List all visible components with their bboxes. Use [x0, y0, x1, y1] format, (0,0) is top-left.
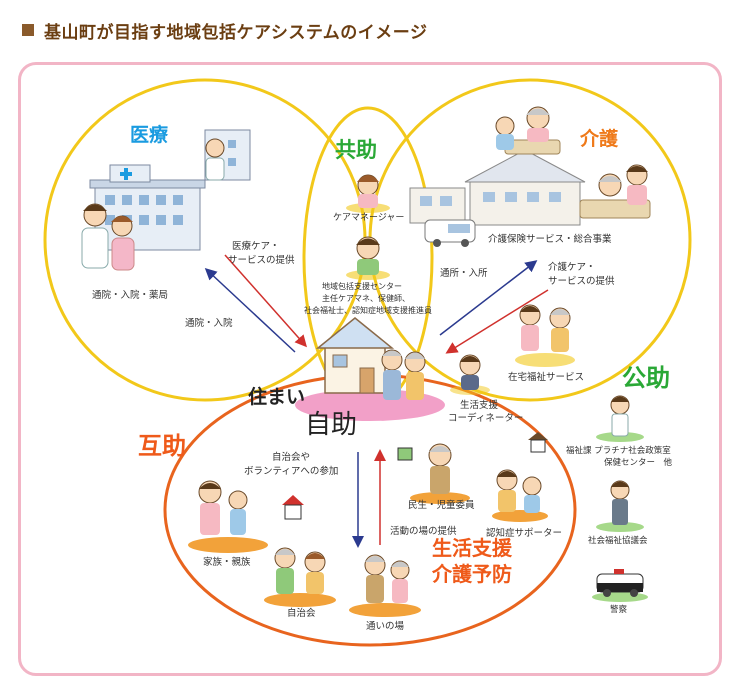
kayoi-illustration [349, 554, 421, 617]
center-label-1: 地域包括支援センター [322, 282, 402, 291]
gojo-heading: 互助 [138, 432, 186, 460]
tsuin-nyuin-label: 通院・入院 [185, 318, 233, 329]
title-bullet [22, 24, 34, 36]
center-staff-illustration [346, 236, 390, 280]
minsei-label: 民生・児童委員 [408, 500, 475, 511]
tsuin-label: 通院・入院・薬局 [92, 290, 169, 301]
page-title: 基山町が目指す地域包括ケアシステムのイメージ [44, 22, 428, 43]
small-house-icon-2 [397, 447, 413, 461]
bed-scene-illustration [579, 164, 651, 219]
minsei-illustration [410, 443, 470, 504]
jijo-label: 自助 [305, 410, 358, 440]
keisatsu-label: 警察 [610, 605, 628, 615]
council-staff-illustration [596, 480, 644, 532]
tsusho-label: 通所・入所 [440, 268, 488, 279]
care-manager-illustration [346, 174, 390, 213]
hospital-illustration [89, 129, 251, 251]
kaigo-care-label-2: サービスの提供 [548, 276, 615, 287]
arrow-house-to-kaigo [439, 260, 538, 336]
home-welfare-illustration [515, 304, 575, 367]
zaitaku-label: 在宅福祉サービス [508, 372, 585, 383]
kojo-heading: 公助 [622, 364, 670, 392]
police-car-illustration [592, 569, 648, 602]
jichikai-participation-1: 自治会や [272, 452, 311, 463]
care-facility-illustration [409, 149, 586, 226]
kazoku-label: 家族・親族 [203, 557, 251, 568]
fukushi-ka-label: 福祉課 プラチナ社会政策室 [566, 446, 671, 456]
small-house-icon [282, 495, 304, 520]
title-row: 基山町が目指す地域包括ケアシステムのイメージ [10, 10, 427, 50]
care-scene-illustration [495, 106, 561, 155]
seikatsu-label-1: 生活支援 [432, 536, 512, 560]
dementia-supporter-illustration [492, 469, 548, 522]
shakyo-label: 社会福祉協議会 [588, 536, 648, 546]
arrow-iryo-to-house [224, 254, 307, 348]
kyojo-heading: 共助 [335, 138, 377, 162]
arrow-kaigo-to-house [445, 289, 549, 354]
coordinator-illustration [450, 354, 490, 395]
small-house-icon-3 [528, 432, 548, 453]
hoken-center-label: 保健センター 他 [604, 458, 673, 468]
coordinator-label-1: 生活支援 [460, 400, 499, 411]
seikatsu-label-2: 介護予防 [432, 562, 512, 586]
family-illustration [188, 480, 268, 553]
pharmacist-illustration [205, 138, 225, 181]
elderly-couple-illustration [381, 349, 426, 400]
public-staff-illustration [596, 395, 644, 442]
doctor-nurse-illustration [81, 203, 135, 271]
iryo-heading: 医療 [130, 124, 169, 146]
jichikai-label: 自治会 [287, 608, 316, 619]
center-label-3: 社会福祉士、認知症地域支援推進員 [304, 306, 432, 315]
kaigo-heading: 介護 [580, 128, 619, 150]
jichikai-participation-2: ボランティアへの参加 [244, 466, 339, 477]
jichikai-illustration [264, 547, 336, 607]
ninchisho-label: 認知症サポーター [486, 528, 563, 539]
center-label-2: 主任ケアマネ、保健師、 [322, 294, 410, 303]
kaigo-care-label-1: 介護ケア・ [548, 262, 596, 273]
iryo-care-label-1: 医療ケア・ [232, 241, 280, 252]
kaigo-hoken-label: 介護保険サービス・総合事業 [488, 234, 612, 245]
kayoi-label: 通いの場 [366, 621, 405, 632]
iryo-care-label-2: サービスの提供 [228, 255, 295, 266]
katsudo-label: 活動の場の提供 [390, 526, 457, 537]
arrow-house-to-iryo [204, 267, 296, 353]
care-manager-label: ケアマネージャー [333, 213, 405, 223]
house-illustration [315, 317, 395, 394]
diagram-frame [18, 62, 722, 676]
care-van-illustration [424, 219, 476, 247]
sumai-label: 住まい [248, 386, 306, 408]
coordinator-label-2: コーディネーター [448, 413, 524, 424]
